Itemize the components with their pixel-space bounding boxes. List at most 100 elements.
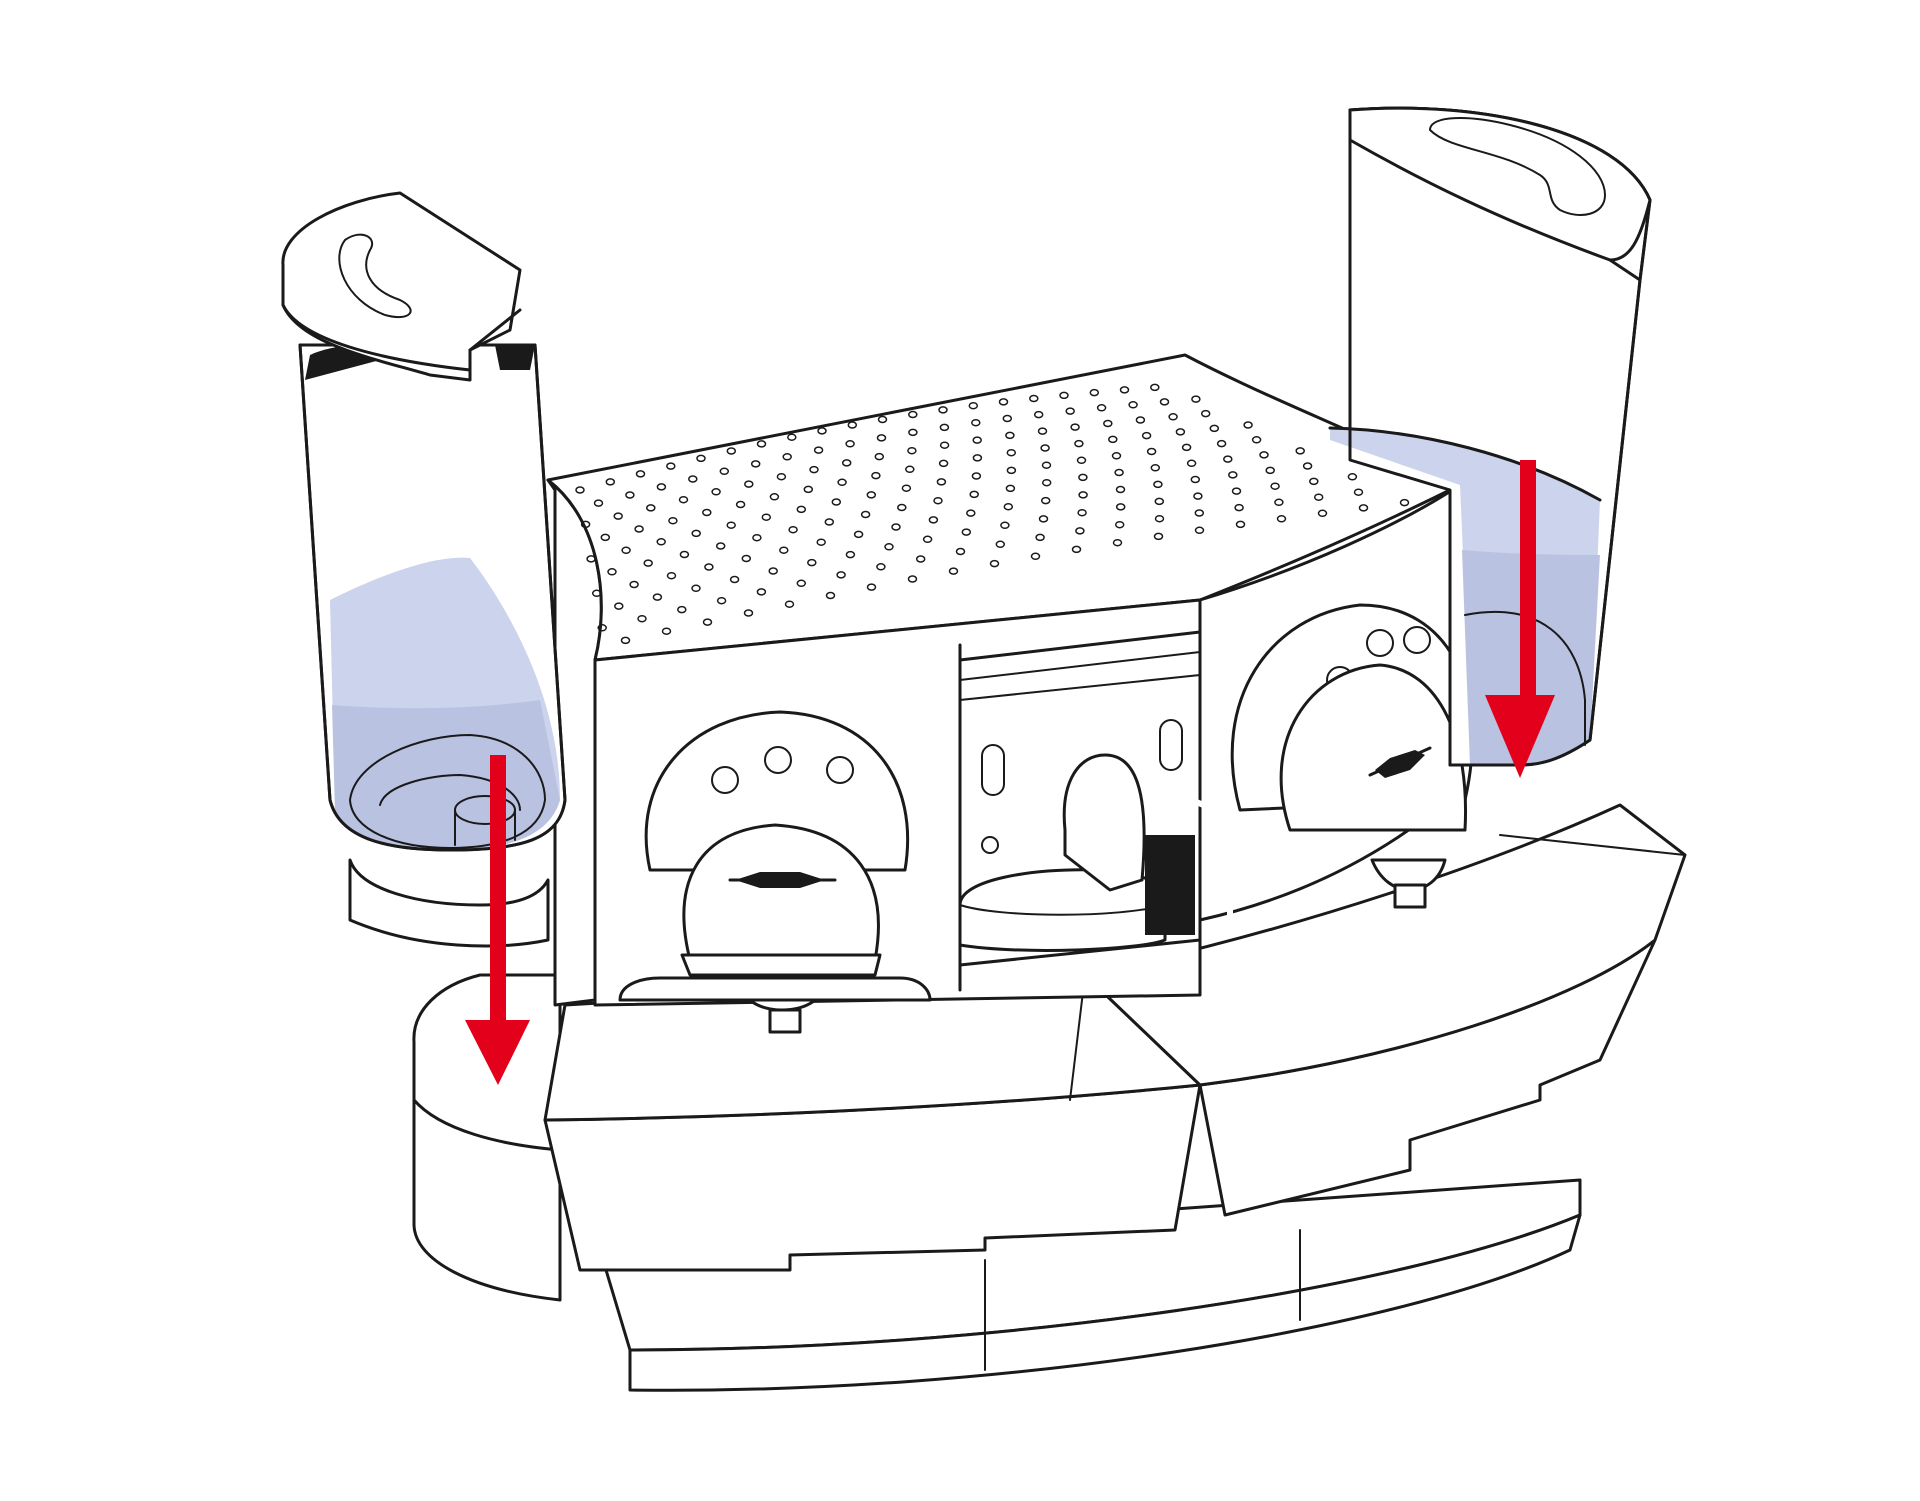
perforation-hole xyxy=(1103,419,1113,428)
perforation-hole xyxy=(853,530,864,539)
perforation-hole xyxy=(1035,533,1045,542)
perforation-hole xyxy=(1119,386,1130,394)
perforation-hole xyxy=(597,624,607,632)
perforation-hole xyxy=(938,459,949,468)
perforation-hole xyxy=(1065,407,1075,415)
perforation-hole xyxy=(600,533,611,542)
perforation-hole xyxy=(796,505,807,514)
perforation-hole xyxy=(1029,394,1039,403)
perforation-hole xyxy=(646,504,656,512)
perforation-hole xyxy=(1276,515,1287,523)
perforation-hole xyxy=(1135,416,1146,424)
perforation-hole xyxy=(661,627,672,635)
perforation-hole xyxy=(1150,383,1160,392)
perforation-hole xyxy=(928,516,939,524)
perforation-hole xyxy=(1265,466,1275,475)
right-drawer-rim xyxy=(1083,803,1687,1087)
perforation-hole xyxy=(884,543,894,551)
perforation-hole xyxy=(696,454,706,463)
perforation-hole xyxy=(621,546,631,555)
perforation-hole xyxy=(841,459,852,467)
perforation-hole xyxy=(769,493,780,501)
left-brew-head xyxy=(618,710,932,1034)
perforation-hole xyxy=(1302,462,1313,470)
perforation-hole xyxy=(936,478,947,486)
perforation-hole xyxy=(1108,435,1118,444)
perforation-hole xyxy=(1399,498,1410,507)
perforation-hole xyxy=(613,512,623,520)
perforation-hole xyxy=(871,471,881,480)
perforation-hole xyxy=(614,602,624,610)
perforation-hole xyxy=(1041,478,1052,487)
perforation-hole xyxy=(1059,391,1069,400)
perforation-hole xyxy=(787,433,797,441)
perforation-hole xyxy=(1115,503,1126,511)
perforation-hole xyxy=(948,567,959,575)
perforation-hole xyxy=(796,579,807,588)
arrow-down-icon xyxy=(1485,460,1555,778)
perforation-hole xyxy=(971,418,981,427)
perforation-hole xyxy=(637,614,647,623)
perforation-hole xyxy=(1071,545,1082,554)
perforation-hole xyxy=(813,446,824,454)
perforation-hole xyxy=(961,528,972,536)
perforation-hole xyxy=(1223,455,1233,463)
perforation-hole xyxy=(845,440,855,448)
perforation-hole xyxy=(1115,485,1126,494)
perforation-hole xyxy=(1234,503,1244,512)
perforation-hole xyxy=(1194,526,1205,535)
perforation-hole xyxy=(726,521,736,529)
perforation-hole xyxy=(1358,504,1369,512)
perforation-hole xyxy=(678,495,689,504)
perforation-hole xyxy=(1078,491,1088,499)
perforation-hole xyxy=(807,558,817,567)
perforation-hole xyxy=(969,490,979,499)
left-drawer-rim xyxy=(543,973,1202,1122)
perforation-hole xyxy=(1313,493,1324,501)
perforation-hole xyxy=(1200,409,1211,418)
perforation-hole xyxy=(866,491,877,499)
perforation-hole xyxy=(966,509,976,517)
perforation-hole xyxy=(726,447,737,455)
perforation-hole xyxy=(788,525,798,534)
perforation-hole xyxy=(702,618,713,626)
perforation-hole xyxy=(1070,423,1080,431)
perforation-hole xyxy=(1251,436,1262,444)
perforation-hole xyxy=(1030,552,1041,561)
perforation-hole xyxy=(1006,448,1017,457)
perforation-hole xyxy=(1089,388,1100,397)
perforation-hole xyxy=(905,465,915,474)
perforation-hole xyxy=(756,440,767,448)
perforation-hole xyxy=(1005,431,1015,440)
perforation-hole xyxy=(1353,488,1364,496)
perforation-hole xyxy=(1168,413,1178,421)
perforation-hole xyxy=(933,496,943,505)
perforation-hole xyxy=(784,600,795,608)
perforation-hole xyxy=(915,555,926,563)
perforation-hole xyxy=(845,550,856,559)
perforation-hole xyxy=(1150,464,1161,472)
perforation-hole xyxy=(1194,509,1205,517)
perforation-hole xyxy=(656,483,667,491)
perforation-hole xyxy=(825,591,836,600)
perforation-hole xyxy=(972,436,982,444)
perforation-hole xyxy=(1000,521,1010,530)
perforation-hole xyxy=(1146,447,1157,456)
perforation-hole xyxy=(716,596,727,605)
perforation-hole xyxy=(1259,451,1269,459)
perforation-hole xyxy=(1186,459,1197,468)
perforation-hole xyxy=(1231,487,1242,495)
perforation-hole xyxy=(704,563,714,571)
perforation-hole xyxy=(1153,532,1164,541)
perforation-hole xyxy=(668,516,678,525)
perforation-hole xyxy=(711,488,721,496)
perforation-hole xyxy=(1003,502,1014,511)
perforation-hole xyxy=(866,583,877,591)
perforation-hole xyxy=(1077,508,1087,517)
perforation-hole xyxy=(1309,477,1319,486)
perforation-hole xyxy=(688,475,698,483)
perforation-hole xyxy=(735,500,746,509)
perforation-hole xyxy=(586,555,596,563)
perforation-hole xyxy=(677,605,687,614)
perforation-hole xyxy=(972,454,983,462)
